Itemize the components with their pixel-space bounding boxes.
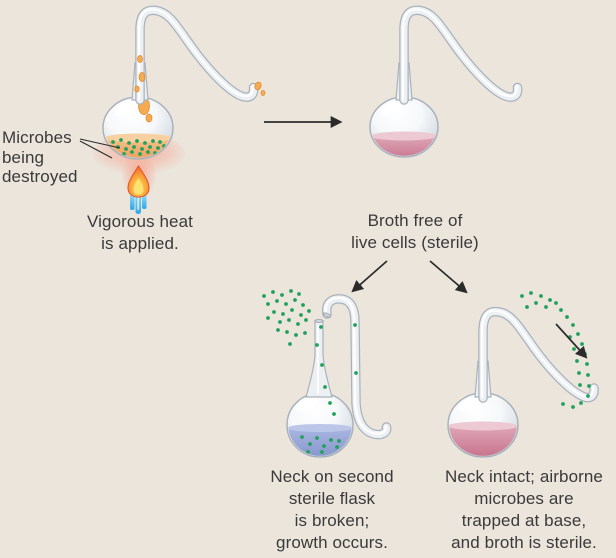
glass-highlight xyxy=(380,99,404,115)
broken-neck-stub xyxy=(305,320,333,398)
sterile-broth-caption: Broth free of live cells (sterile) xyxy=(315,210,515,254)
swan-neck xyxy=(399,5,523,105)
intact-neck-caption: Neck intact; airborne microbes are trapp… xyxy=(420,466,616,554)
intact-neck-flask xyxy=(447,291,599,458)
pink-broth xyxy=(449,421,517,456)
caption-line: sterile flask xyxy=(288,489,376,508)
glass-highlight xyxy=(458,396,482,412)
heated-flask xyxy=(93,5,266,214)
caption-line: Neck intact; airborne xyxy=(444,467,603,486)
flame-icon xyxy=(127,165,150,214)
arrow-down-left-icon xyxy=(351,260,388,293)
arrow-down-right-icon xyxy=(429,260,468,294)
microbes-enter-arrow-icon xyxy=(555,323,588,359)
caption-line: Vigorous heat xyxy=(87,212,193,231)
glass-highlight xyxy=(114,100,138,116)
caption-line: is applied. xyxy=(101,234,179,253)
label-line: Microbes xyxy=(2,128,72,147)
airborne-microbes xyxy=(262,289,358,416)
caption-line: trapped at base, xyxy=(461,511,587,530)
caption-line: live cells (sterile) xyxy=(351,233,479,252)
glass-highlight xyxy=(297,396,319,412)
broken-neck-caption: Neck on second sterile flask is broken; … xyxy=(234,466,430,554)
broken-opening xyxy=(314,319,324,323)
sterile-flask xyxy=(369,5,523,158)
caption-line: Broth free of xyxy=(367,211,463,230)
pink-broth xyxy=(371,131,437,156)
microbes-destroyed-label: Microbes being destroyed xyxy=(2,128,132,187)
swan-neck xyxy=(478,306,599,403)
caption-line: growth occurs. xyxy=(276,533,388,552)
caption-line: and broth is sterile. xyxy=(451,533,597,552)
vigorous-heat-caption: Vigorous heat is applied. xyxy=(50,211,230,255)
caption-line: microbes are xyxy=(474,489,574,508)
blue-broth xyxy=(288,424,352,456)
label-line: destroyed xyxy=(2,167,78,186)
caption-line: is broken; xyxy=(294,511,370,530)
label-line: being xyxy=(2,147,45,167)
detached-swan-neck xyxy=(321,294,392,440)
swan-neck xyxy=(135,5,259,105)
label-leader-lines xyxy=(79,138,121,159)
escaping-vapor xyxy=(134,55,266,96)
airborne-microbes xyxy=(520,291,591,409)
broken-neck-flask xyxy=(262,289,392,458)
caption-line: Neck on second xyxy=(270,467,394,486)
